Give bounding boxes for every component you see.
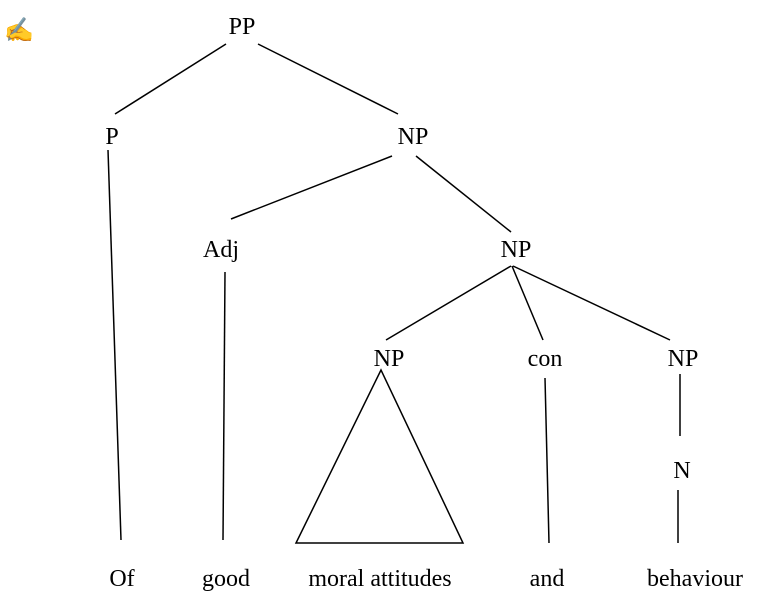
node-np-mid: NP — [501, 237, 532, 263]
writing-hand-icon: ✍ — [4, 17, 34, 44]
edge-np-top-np-mid — [415, 155, 512, 233]
node-n: N — [673, 458, 690, 484]
leaf-and: and — [530, 566, 565, 592]
leaf-behaviour: behaviour — [647, 566, 743, 592]
edge-p-of — [107, 149, 122, 541]
node-np-top: NP — [398, 124, 429, 150]
edge-np-top-adj — [230, 155, 393, 220]
edge-pp-np-top — [257, 43, 399, 115]
edge-np-mid-np-left — [385, 265, 512, 341]
node-adj: Adj — [203, 237, 239, 263]
np-triangle — [294, 368, 465, 544]
edge-np-mid-np-right — [512, 265, 671, 341]
node-np-right: NP — [668, 346, 699, 372]
edge-np-mid-con — [511, 265, 544, 341]
node-np-left: NP — [374, 346, 405, 372]
edge-adj-good — [222, 271, 226, 541]
node-con: con — [528, 346, 563, 372]
tree-nodes: PP P NP Adj NP NP con NP N — [105, 14, 698, 484]
leaf-of: Of — [109, 566, 134, 592]
tree-edges — [107, 43, 681, 544]
leaf-moral-attitudes: moral attitudes — [308, 566, 451, 592]
edge-con-and — [544, 377, 550, 544]
tree-leaves: Of good moral attitudes and behaviour — [109, 566, 743, 592]
node-pp: PP — [229, 14, 256, 40]
leaf-good: good — [202, 566, 250, 592]
edge-pp-p — [114, 43, 227, 115]
node-p: P — [105, 124, 118, 150]
